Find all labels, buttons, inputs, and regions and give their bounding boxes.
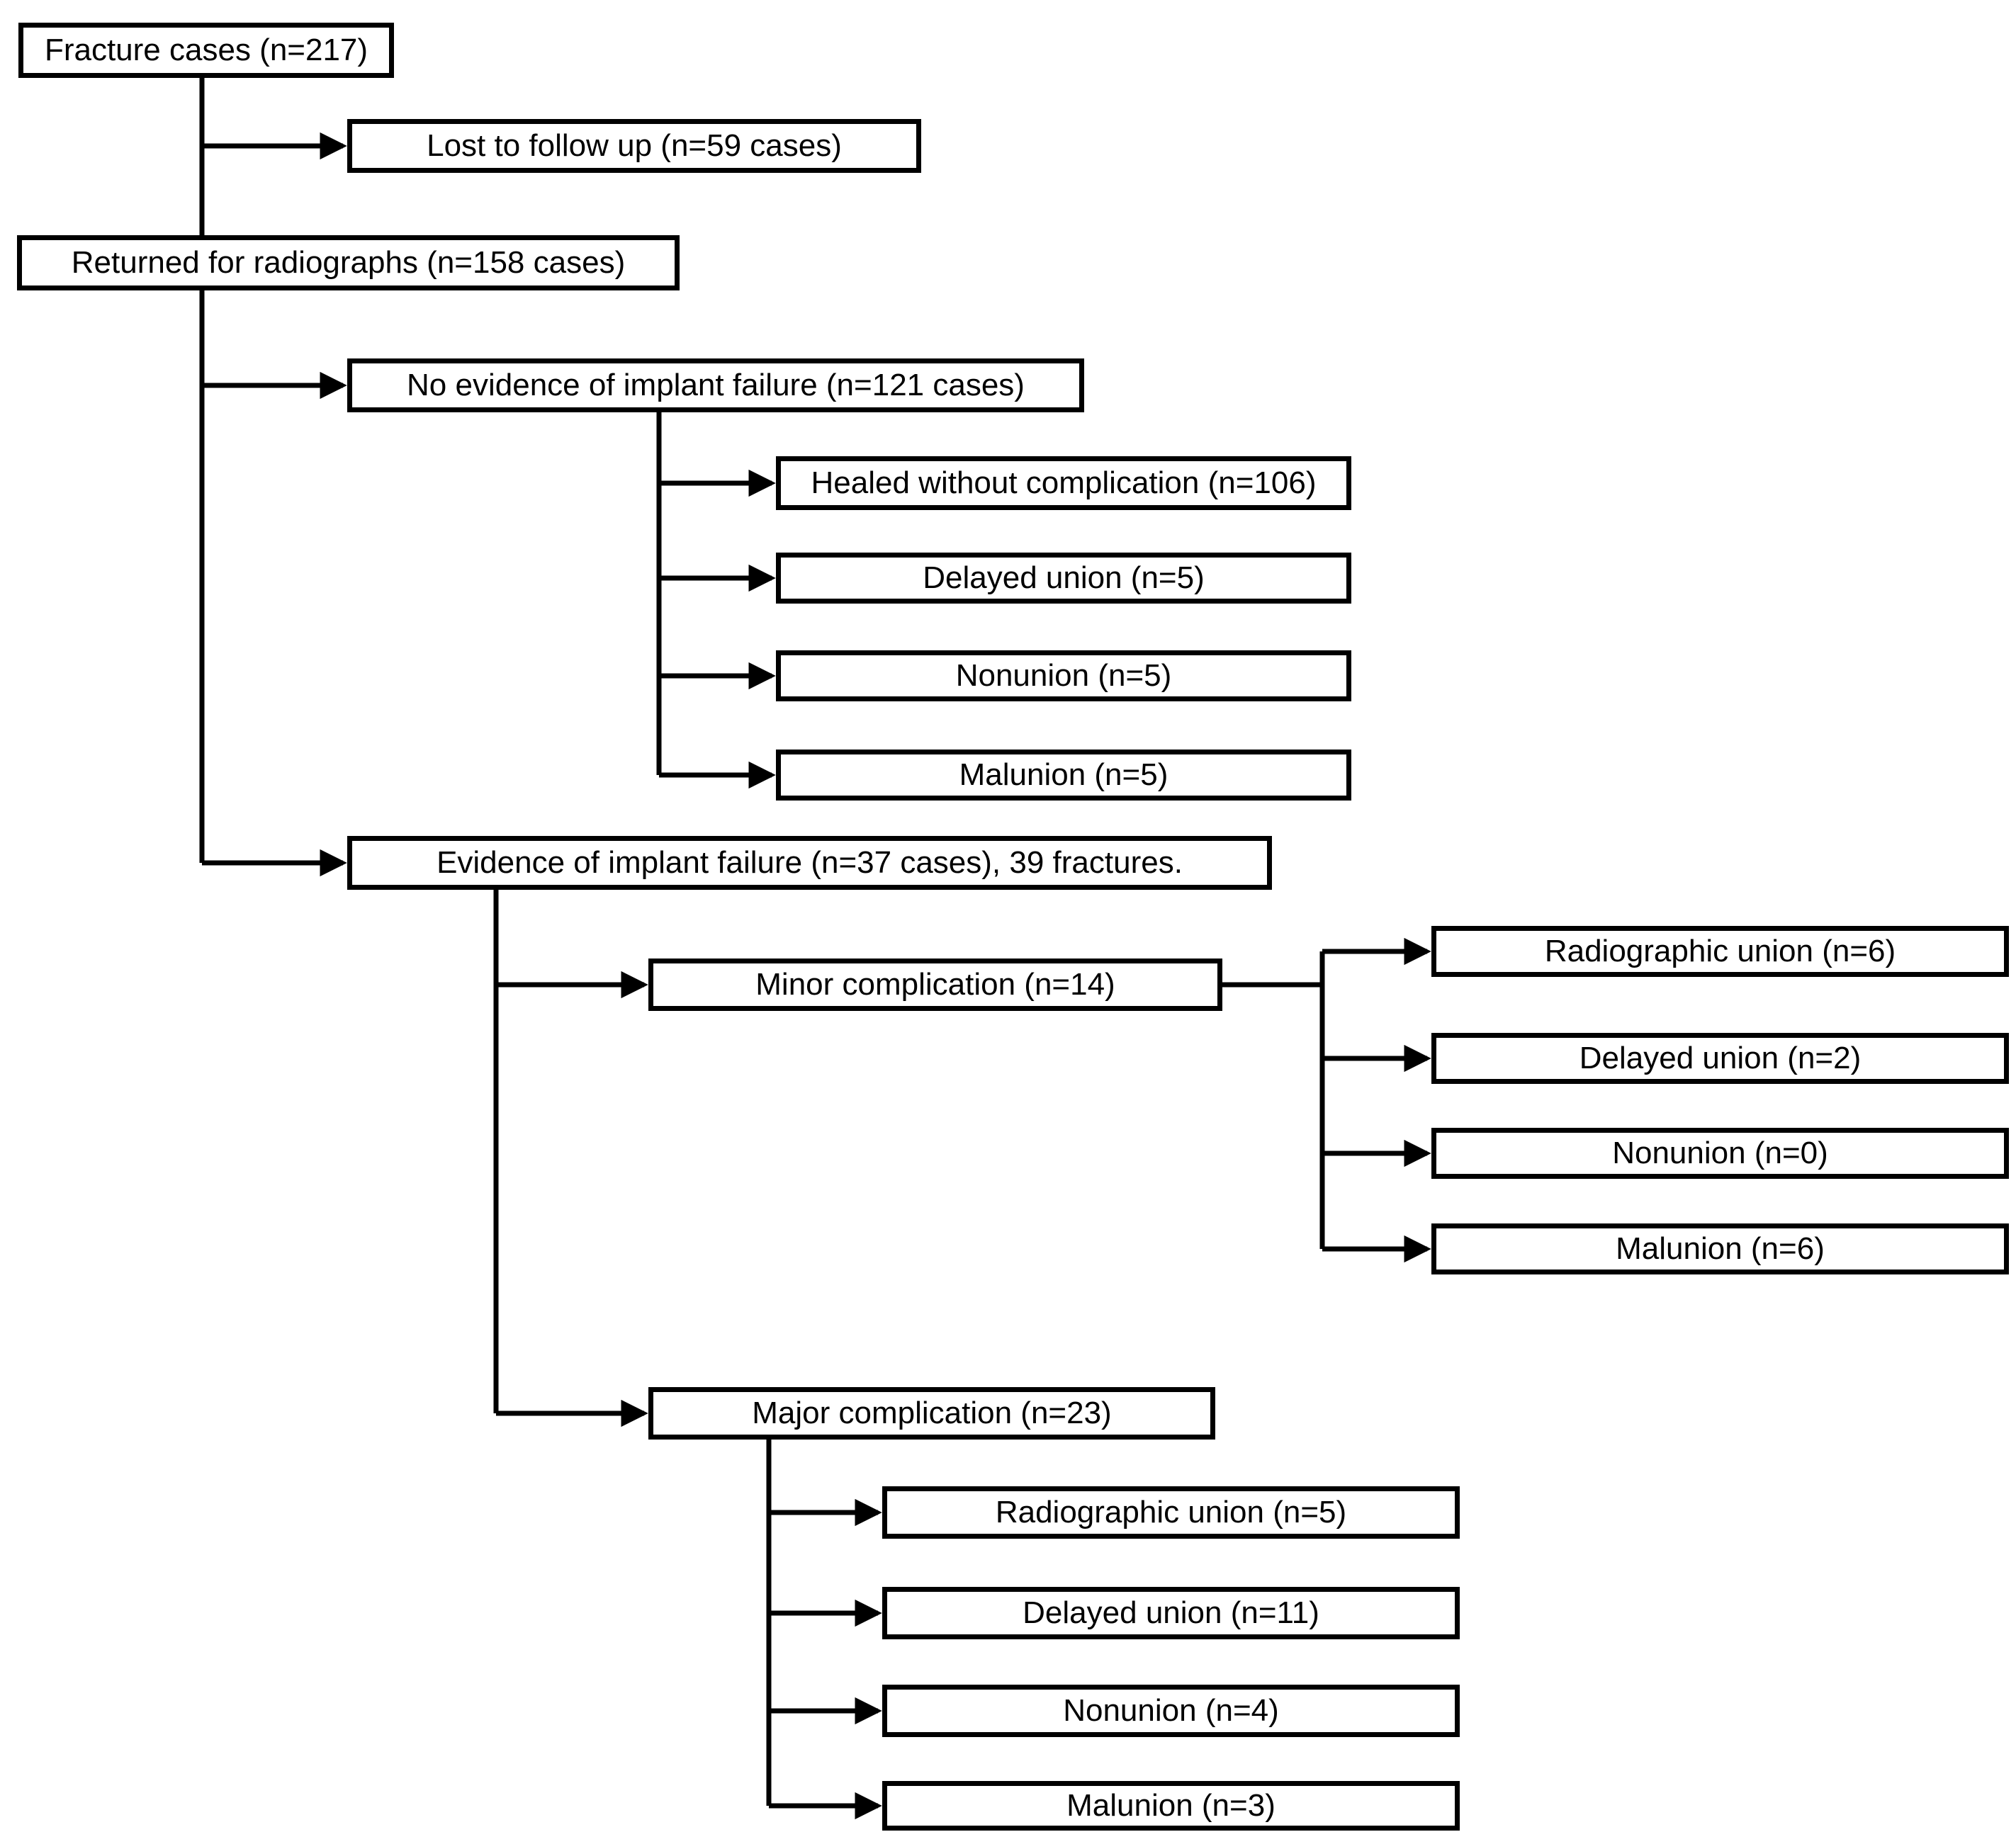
box-delayed-union-2: Delayed union (n=2)	[1431, 1033, 2009, 1084]
box-minor-complication: Minor complication (n=14)	[648, 959, 1222, 1011]
box-nonunion-5: Nonunion (n=5)	[776, 650, 1351, 701]
box-radiographic-union-6: Radiographic union (n=6)	[1431, 926, 2009, 977]
box-radiographic-union-5: Radiographic union (n=5)	[882, 1486, 1460, 1539]
box-malunion-6: Malunion (n=6)	[1431, 1223, 2009, 1274]
box-delayed-union-11: Delayed union (n=11)	[882, 1587, 1460, 1639]
box-returned-for-radiographs: Returned for radiographs (n=158 cases)	[17, 235, 680, 290]
box-malunion-5: Malunion (n=5)	[776, 750, 1351, 801]
box-delayed-union-5: Delayed union (n=5)	[776, 553, 1351, 604]
box-major-complication: Major complication (n=23)	[648, 1387, 1215, 1440]
box-evidence-implant-failure: Evidence of implant failure (n=37 cases)…	[347, 836, 1272, 890]
box-nonunion-0: Nonunion (n=0)	[1431, 1128, 2009, 1179]
box-nonunion-4: Nonunion (n=4)	[882, 1685, 1460, 1737]
box-no-evidence-implant-failure: No evidence of implant failure (n=121 ca…	[347, 358, 1084, 412]
box-lost-to-follow-up: Lost to follow up (n=59 cases)	[347, 119, 921, 173]
box-malunion-3: Malunion (n=3)	[882, 1781, 1460, 1831]
box-fracture-cases: Fracture cases (n=217)	[18, 23, 394, 78]
box-healed-without-complication: Healed without complication (n=106)	[776, 456, 1351, 510]
